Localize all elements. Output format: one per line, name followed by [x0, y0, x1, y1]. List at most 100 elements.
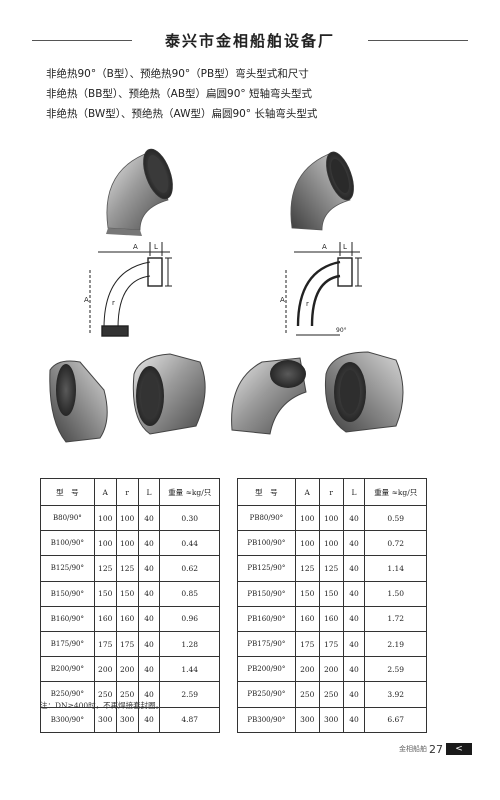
diagram-right-label-angle: 90° — [336, 327, 347, 334]
photo-b-type-elbow — [106, 148, 173, 236]
cell-a: 200 — [93, 656, 117, 683]
cell-l: 40 — [342, 681, 366, 708]
diagram-left-label-a: A — [133, 243, 138, 251]
cell-weight: 3.92 — [364, 681, 427, 708]
cell-weight: 6.67 — [364, 706, 427, 733]
cell-weight: 0.96 — [159, 605, 220, 632]
subtitle-line-2: 非绝热（BB型）、预绝热（AB型）扁圆90° 短轴弯头型式 — [46, 88, 312, 100]
table-header-row: 型 号 A r L 重量 ≈kg/只 — [237, 478, 427, 506]
diagram-left-label-r: r — [112, 299, 115, 307]
cell-model: PB150/90° — [237, 580, 296, 607]
cell-r: 100 — [318, 530, 344, 557]
cell-model: B150/90° — [40, 580, 95, 607]
footnote: 注：DN≥400时，不再焊接套封圈。 — [40, 701, 164, 710]
page-footer: 金相船舶 27 < — [399, 742, 472, 756]
cell-model: PB300/90° — [237, 706, 296, 733]
cell-l: 40 — [342, 706, 366, 733]
cell-weight: 2.59 — [159, 681, 220, 708]
cell-weight: 1.44 — [159, 656, 220, 683]
cell-r: 100 — [115, 530, 139, 557]
cell-a: 100 — [294, 504, 320, 532]
company-title: 泰兴市金相船舶设备厂 — [164, 32, 335, 50]
cell-model: B80/90° — [40, 504, 95, 532]
col-header-weight: 重量 ≈kg/只 — [364, 478, 427, 506]
photo-ab-type-elbow — [132, 353, 206, 435]
cell-r: 160 — [115, 605, 139, 632]
cell-l: 40 — [342, 630, 366, 658]
cell-model: B125/90° — [40, 555, 95, 582]
cell-r: 300 — [115, 706, 139, 733]
photo-aw-type-elbow — [324, 351, 404, 433]
cell-weight: 0.72 — [364, 530, 427, 557]
cell-model: PB100/90° — [237, 530, 296, 557]
arrow-left-icon: < — [446, 743, 472, 755]
col-header-model: 型 号 — [237, 478, 296, 506]
cell-l: 40 — [137, 630, 161, 658]
cell-weight: 4.87 — [159, 706, 220, 733]
cell-r: 250 — [318, 681, 344, 708]
cell-a: 300 — [93, 706, 117, 733]
cell-r: 175 — [115, 630, 139, 658]
cell-l: 40 — [137, 504, 161, 532]
cell-model: B300/90° — [40, 706, 95, 733]
photo-bb-type-elbow — [49, 360, 108, 443]
cell-weight: 0.59 — [364, 504, 427, 532]
cell-model: PB160/90° — [237, 605, 296, 632]
cell-model: B160/90° — [40, 605, 95, 632]
footer-label: 金相船舶 — [399, 745, 427, 753]
cell-a: 125 — [294, 555, 320, 582]
diagram-left-label-a-side: A — [84, 296, 89, 304]
cell-weight: 0.30 — [159, 504, 220, 532]
dimension-diagram-left — [89, 242, 172, 337]
cell-l: 40 — [342, 580, 366, 607]
col-header-weight: 重量 ≈kg/只 — [159, 478, 220, 506]
cell-weight: 1.50 — [364, 580, 427, 607]
cell-weight: 2.59 — [364, 656, 427, 683]
cell-a: 160 — [294, 605, 320, 632]
col-header-a: A — [93, 478, 117, 506]
col-header-r: r — [318, 478, 344, 506]
cell-model: B200/90° — [40, 656, 95, 683]
cell-weight: 1.72 — [364, 605, 427, 632]
cell-r: 150 — [115, 580, 139, 607]
cell-weight: 0.44 — [159, 530, 220, 557]
col-header-model: 型 号 — [40, 478, 95, 506]
cell-r: 175 — [318, 630, 344, 658]
cell-model: B175/90° — [40, 630, 95, 658]
cell-l: 40 — [137, 605, 161, 632]
cell-weight: 1.28 — [159, 630, 220, 658]
cell-r: 100 — [115, 504, 139, 532]
cell-r: 200 — [318, 656, 344, 683]
cell-r: 125 — [318, 555, 344, 582]
col-header-r: r — [115, 478, 139, 506]
cell-a: 150 — [93, 580, 117, 607]
table-header-row: 型 号 A r L 重量 ≈kg/只 — [40, 478, 220, 506]
cell-a: 100 — [93, 530, 117, 557]
cell-model: PB175/90° — [237, 630, 296, 658]
col-header-l: L — [137, 478, 161, 506]
cell-model: PB250/90° — [237, 681, 296, 708]
diagram-right-label-r: r — [306, 300, 309, 308]
cell-a: 250 — [294, 681, 320, 708]
photo-pb-type-elbow — [290, 151, 354, 231]
cell-weight: 2.19 — [364, 630, 427, 658]
photo-bw-type-elbow — [231, 357, 307, 435]
cell-a: 175 — [93, 630, 117, 658]
subtitle-line-1: 非绝热90°（B型）、预绝热90°（PB型）弯头型式和尺寸 — [46, 68, 309, 80]
dimension-diagram-right — [285, 242, 362, 336]
